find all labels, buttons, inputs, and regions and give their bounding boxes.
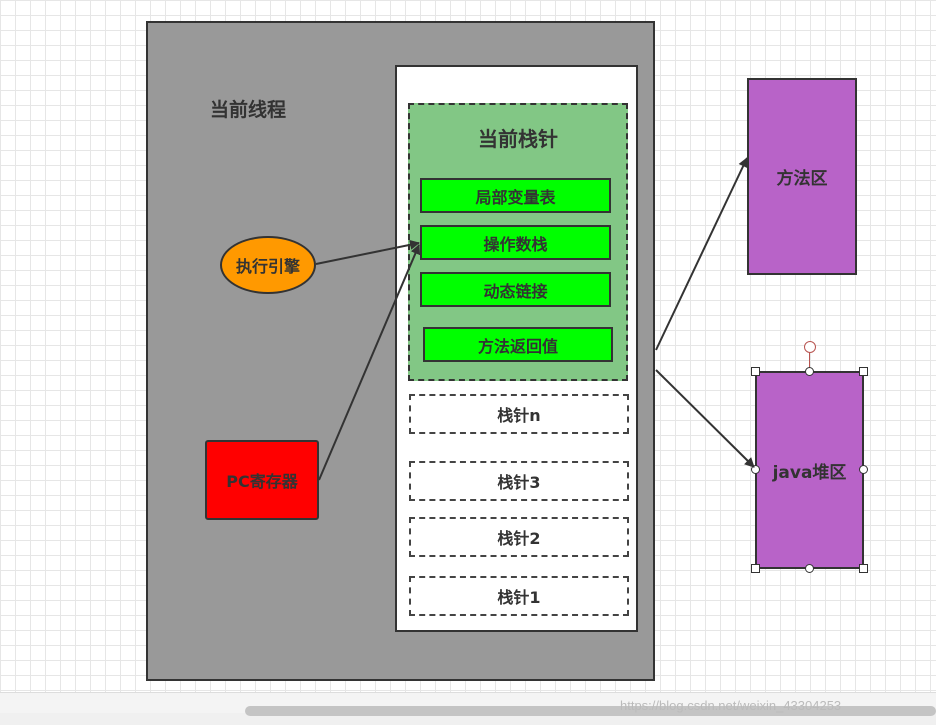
local-variable-table[interactable]: 局部变量表 [420,178,611,213]
resize-handle-top-left[interactable] [751,367,760,376]
thread-to-heap-arrow [655,369,755,468]
horizontal-scrollbar-thumb[interactable] [245,706,936,716]
stack-frame-n[interactable]: 栈针n [409,394,629,434]
method-return-value[interactable]: 方法返回值 [423,327,613,362]
stack-frame-2[interactable]: 栈针2 [409,517,629,557]
thread-to-method-area-arrow [655,157,748,351]
resize-handle-bottom[interactable] [805,564,814,573]
resize-handle-top-right[interactable] [859,367,868,376]
execution-engine[interactable]: 执行引擎 [220,236,316,294]
stack-frame-3[interactable]: 栈针3 [409,461,629,501]
resize-handle-left[interactable] [751,465,760,474]
resize-handle-bottom-right[interactable] [859,564,868,573]
horizontal-scrollbar-track[interactable] [0,713,936,725]
resize-handle-bottom-left[interactable] [751,564,760,573]
pc-to-operand-stack-arrow [318,244,421,481]
engine-to-operand-stack-arrow [315,239,420,265]
pc-register[interactable]: PC寄存器 [205,440,319,520]
current-stack-frame-label: 当前栈针 [478,127,558,151]
current-thread-label: 当前线程 [210,99,287,121]
watermark-text: https://blog.csdn.net/weixin_43304253 [620,698,842,713]
rotate-handle-icon[interactable] [804,341,816,353]
dynamic-linking[interactable]: 动态链接 [420,272,611,307]
rotation-handle-line [809,352,810,371]
resize-handle-top[interactable] [805,367,814,376]
operand-stack[interactable]: 操作数栈 [420,225,611,260]
method-area[interactable]: 方法区 [747,78,857,275]
stack-frame-1[interactable]: 栈针1 [409,576,629,616]
resize-handle-right[interactable] [859,465,868,474]
